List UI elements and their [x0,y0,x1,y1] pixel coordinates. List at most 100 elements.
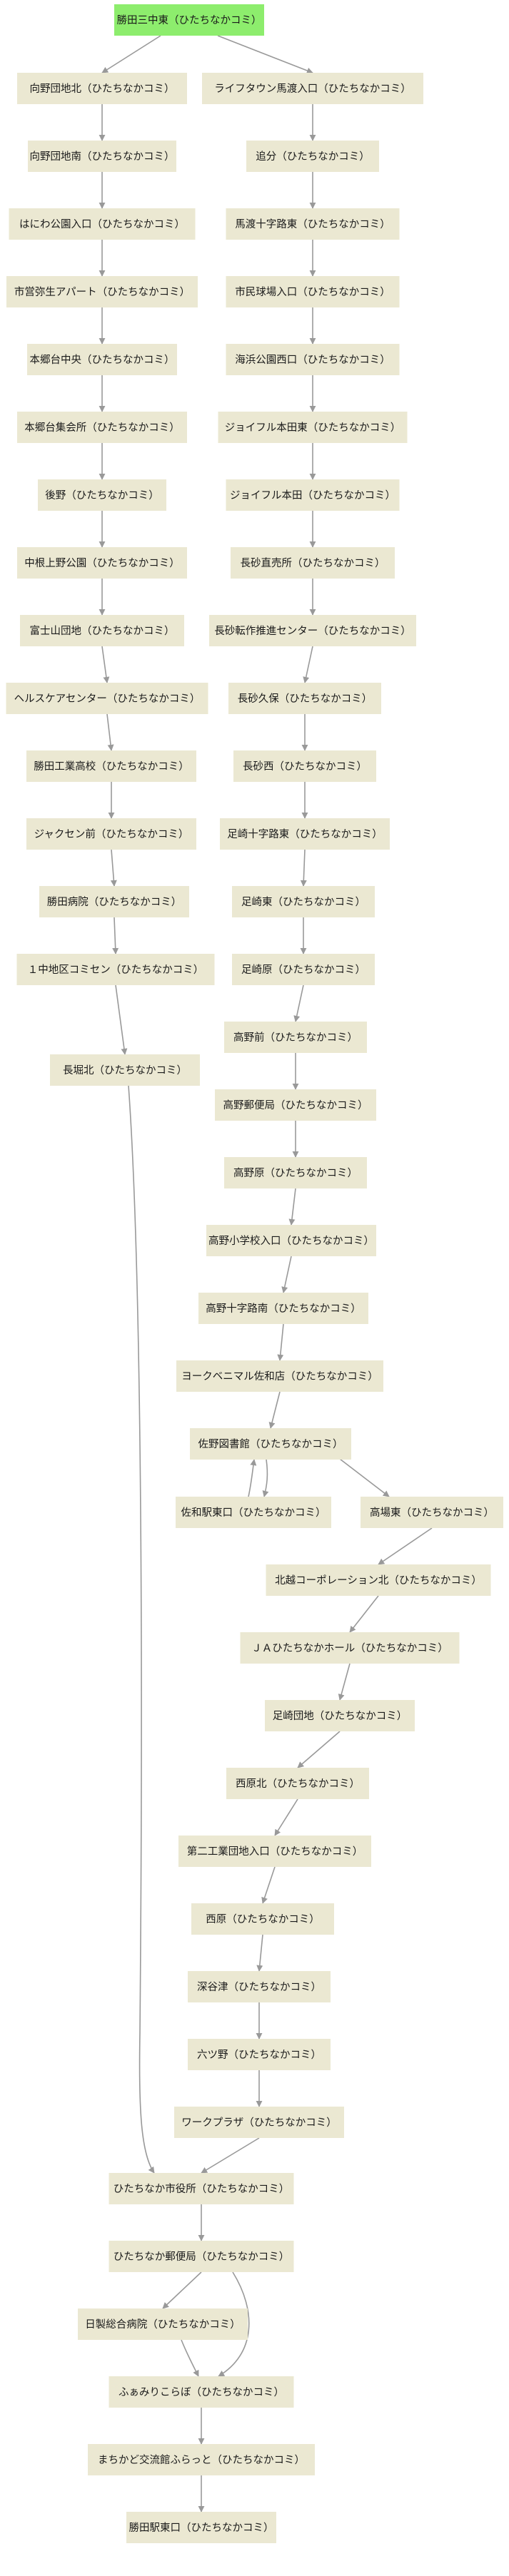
stop-box [188,2039,331,2070]
stop-label: 向野団地南（ひたちなかコミ） [30,151,175,163]
edge-n33-n34 [281,1256,292,1293]
stop-label: はにわ公園入口（ひたちなかコミ） [19,218,185,230]
stop-node-n48: ひたちなか市役所（ひたちなかコミ） [109,2173,294,2204]
stop-node-n16: ライフタウン馬渡入口（ひたちなかコミ） [202,73,423,104]
stop-label: 日製総合病院（ひたちなかコミ） [85,2318,241,2331]
stop-label: 足崎東（ひたちなかコミ） [241,896,366,908]
edge-n36-n38 [336,1456,390,1497]
stop-box [218,412,408,443]
stop-label: 勝田駅東口（ひたちなかコミ） [129,2522,274,2534]
stop-box [17,412,187,443]
stop-box [28,141,176,172]
stop-node-n44: 西原（ひたちなかコミ） [191,1903,334,1935]
stop-label: ひたちなか郵便局（ひたちなかコミ） [114,2251,290,2263]
stop-label: 足崎団地（ひたちなかコミ） [273,1710,408,1722]
stop-label: 足崎十字路東（ひたちなかコミ） [227,828,383,840]
stop-node-n4: 市営弥生アパート（ひたちなかコミ） [6,276,198,307]
stop-box [20,615,184,646]
stop-box [226,344,400,375]
stop-node-n52: まちかど交流館ふらっと（ひたちなかコミ） [88,2444,315,2475]
stop-label: 西原北（ひたちなかコミ） [236,1778,360,1790]
edge-n49-n50 [162,2271,202,2309]
stop-node-n18: 馬渡十字路東（ひたちなかコミ） [226,208,400,240]
stop-box [240,1632,460,1664]
stop-box [228,683,381,714]
edge-n0-n1 [101,35,161,73]
stop-label: ワークプラザ（ひたちなかコミ） [181,2117,337,2129]
stop-label: 高野小学校入口（ひたちなかコミ） [208,1235,374,1247]
edge-n27-n28 [300,849,307,887]
stop-box [109,2376,294,2408]
stop-label: 後野（ひたちなかコミ） [45,489,159,502]
edge-n24-n25 [303,646,313,683]
edge-n47-n48 [201,2137,260,2174]
stop-box [88,2444,315,2475]
stop-box [233,750,376,782]
stop-label: 高野前（ひたちなかコミ） [233,1032,358,1044]
stop-node-n1: 向野団地北（ひたちなかコミ） [17,73,187,104]
stop-box [26,750,196,782]
stop-box [220,818,390,850]
edge-n37-n36 [248,1459,257,1497]
stop-label: ヘルスケアセンター（ひたちなかコミ） [14,693,201,705]
stop-node-n26: 長砂西（ひたちなかコミ） [233,750,376,782]
stop-box [224,1157,367,1188]
stop-label: ＪＡひたちなかホール（ひたちなかコミ） [251,1642,448,1654]
stop-box [265,1700,415,1731]
stop-box [178,1836,371,1867]
stop-node-n29: 足崎原（ひたちなかコミ） [232,954,375,985]
stop-label: 海浜公園西口（ひたちなかコミ） [235,354,390,366]
stop-box [190,1428,351,1460]
stop-box [6,683,208,714]
stop-box [246,141,379,172]
stop-label: 本郷台集会所（ひたちなかコミ） [24,422,180,434]
stop-label: 追分（ひたちなかコミ） [256,151,370,163]
stop-box [176,1360,383,1392]
stop-box [231,547,395,579]
node-layer: 勝田三中東（ひたちなかコミ）向野団地北（ひたちなかコミ）向野団地南（ひたちなかコ… [6,4,503,2543]
stop-node-n21: ジョイフル本田東（ひたちなかコミ） [218,412,408,443]
stop-node-n11: 勝田工業高校（ひたちなかコミ） [26,750,196,782]
stop-label: 高野郵便局（ひたちなかコミ） [223,1099,368,1111]
stop-label: 勝田病院（ひたちなかコミ） [47,896,182,908]
stop-box [209,615,416,646]
stop-label: 佐和駅東口（ひたちなかコミ） [181,1507,326,1519]
stop-label: 長砂転作推進センター（ひたちなかコミ） [214,625,411,637]
stop-node-n36: 佐野図書館（ひたちなかコミ） [190,1428,351,1460]
stop-node-n40: ＪＡひたちなかホール（ひたちなかコミ） [240,1632,460,1664]
stop-label: ライフタウン馬渡入口（ひたちなかコミ） [214,83,411,95]
stop-node-n49: ひたちなか郵便局（ひたちなかコミ） [109,2241,294,2272]
stop-label: 長砂直売所（ひたちなかコミ） [241,557,385,569]
stop-label: 足崎原（ひたちなかコミ） [241,964,366,976]
stop-label: 第二工業団地入口（ひたちなかコミ） [187,1845,363,1858]
stop-node-n14: １中地区コミセン（ひたちなかコミ） [16,954,215,985]
edge-n13-n14 [112,917,119,954]
stop-label: 馬渡十字路東（ひたちなかコミ） [235,218,390,230]
stop-box [202,73,423,104]
stop-label: まちかど交流館ふらっと（ひたちなかコミ） [98,2453,305,2466]
stop-node-n46: 六ツ野（ひたちなかコミ） [188,2039,331,2070]
edge-n36-n37 [262,1459,269,1497]
stop-box [226,1768,369,1799]
stop-node-n25: 長砂久保（ひたちなかコミ） [228,683,381,714]
stop-node-n13: 勝田病院（ひたちなかコミ） [39,886,189,917]
stop-node-n39: 北越コーポレーション北（ひたちなかコミ） [266,1564,491,1596]
stop-label: 向野団地北（ひたちなかコミ） [30,83,175,95]
stop-box [232,954,375,985]
stop-node-n9: 富士山団地（ひたちなかコミ） [20,615,184,646]
edge-n12-n13 [110,849,117,887]
stop-node-n28: 足崎東（ひたちなかコミ） [232,886,375,917]
edge-n32-n33 [288,1188,296,1226]
edge-n44-n45 [256,1934,263,1972]
stop-node-n31: 高野郵便局（ひたちなかコミ） [215,1089,376,1121]
stop-box [188,1971,331,2002]
edge-n50-n51 [181,2339,199,2377]
stop-box [114,4,264,36]
stop-node-n7: 後野（ひたちなかコミ） [38,479,166,511]
stop-node-n27: 足崎十字路東（ひたちなかコミ） [220,818,390,850]
stop-node-n35: ヨークベニマル佐和店（ひたちなかコミ） [176,1360,383,1392]
stop-label: ヨークベニマル佐和店（ひたちなかコミ） [181,1370,378,1383]
stop-node-n8: 中根上野公園（ひたちなかコミ） [17,547,187,579]
edge-n15-n48 [128,1085,155,2174]
